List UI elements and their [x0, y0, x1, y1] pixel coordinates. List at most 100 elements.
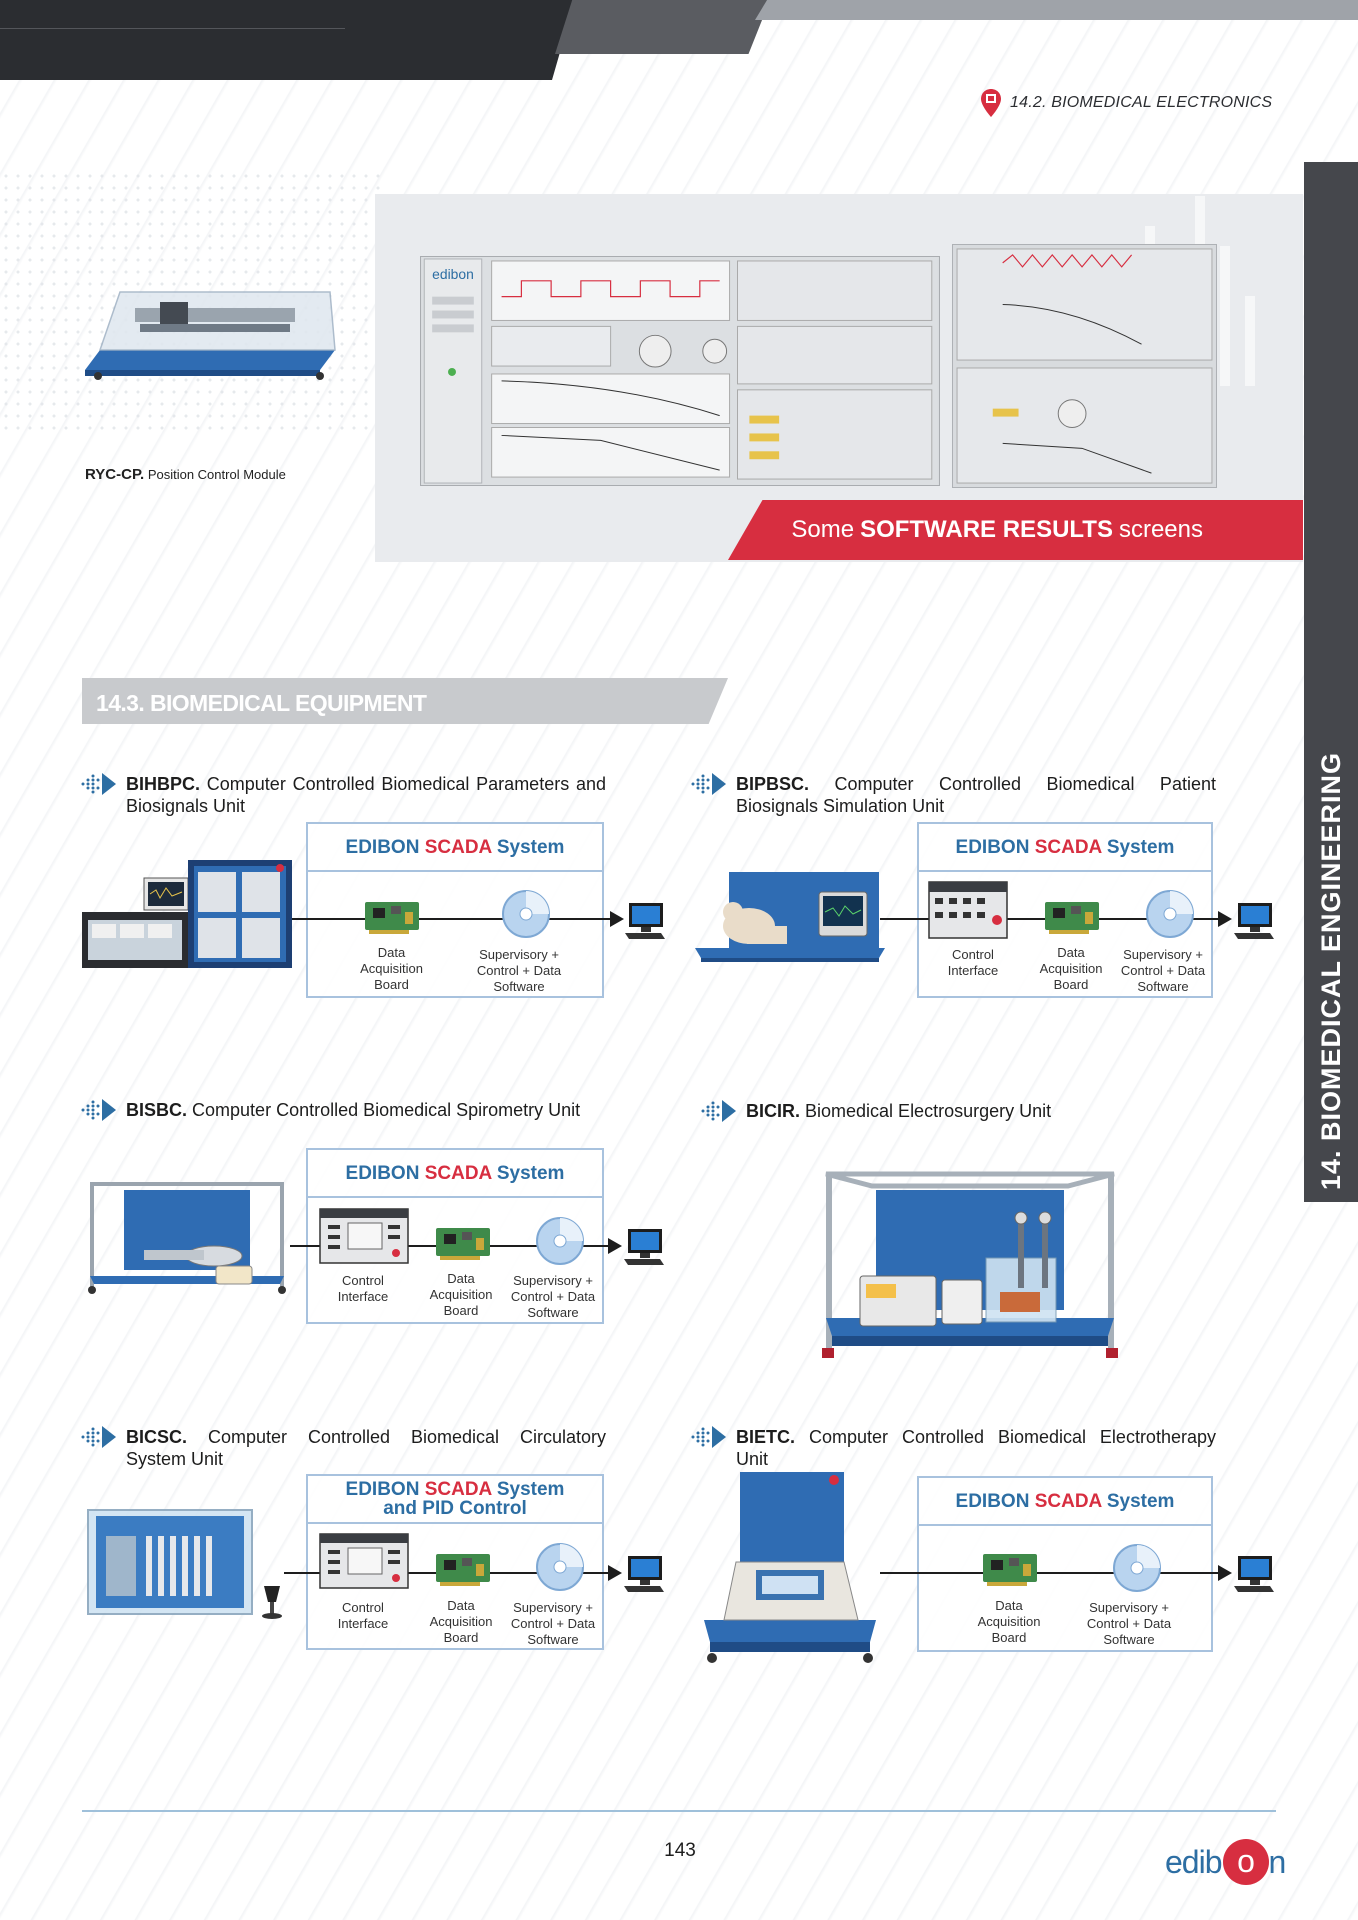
software-cd-icon	[1113, 1544, 1161, 1592]
connector-arrow-icon	[1218, 911, 1232, 927]
label-line: Control + Data	[510, 1289, 596, 1304]
banner-post: screens	[1118, 516, 1203, 543]
bicir-equipment-image	[822, 1171, 1118, 1358]
computer-icon	[625, 903, 665, 939]
product-name: Computer Controlled Biomedical Patient B…	[736, 774, 1216, 816]
label-line: Control + Data	[510, 1616, 596, 1631]
scada-brand: EDIBON	[955, 1490, 1030, 1512]
label-line: Supervisory +	[513, 1273, 593, 1288]
scada-system: System	[1106, 1490, 1175, 1512]
scada-system: System	[496, 836, 565, 858]
software-screen-main: edibon	[420, 256, 940, 486]
software-results-banner: Some SOFTWARE RESULTS screens	[728, 500, 1303, 560]
bullet-arrow-icon	[81, 773, 116, 795]
module-caption: RYC-CP. Position Control Module	[85, 466, 286, 483]
product-title-bisbc: BISBC. Computer Controlled Biomedical Sp…	[126, 1099, 626, 1121]
software-cd-icon	[1146, 890, 1194, 938]
product-code: BIHBPC.	[126, 774, 201, 794]
bullet-arrow-icon	[81, 1426, 116, 1448]
scada-box-bietc: EDIBON SCADA System	[917, 1476, 1213, 1652]
bullet-arrow-icon	[691, 773, 726, 795]
label-line: Software	[527, 1305, 579, 1320]
scada-word: SCADA	[424, 1162, 492, 1184]
daq-board-icon	[1045, 902, 1099, 934]
computer-icon	[624, 1556, 664, 1592]
header-dark-band	[0, 0, 575, 80]
computer-icon	[624, 1229, 664, 1265]
product-code: BICSC.	[126, 1427, 188, 1447]
scada-system: System	[496, 1162, 565, 1184]
footer-line	[82, 1810, 1276, 1812]
product-name: Computer Controlled Biomedical Parameter…	[126, 774, 606, 816]
label-line: Software	[1137, 979, 1189, 994]
scada-header: EDIBON SCADA System	[308, 824, 602, 872]
label-line: Supervisory +	[1123, 947, 1203, 962]
bihbpc-equipment-image	[82, 860, 292, 968]
label-line: Board	[374, 977, 409, 992]
banner-bold: SOFTWARE RESULTS	[860, 516, 1113, 543]
label-line: Board	[443, 1630, 479, 1645]
label-line: Board	[991, 1630, 1027, 1645]
scada-system: System	[1106, 836, 1175, 858]
bisbc-equipment-image	[88, 1182, 286, 1294]
label-line: Supervisory +	[513, 1600, 593, 1615]
scada-brand: EDIBON	[345, 1162, 420, 1184]
header-mid-band	[555, 0, 770, 54]
label-line: Data	[1057, 945, 1085, 960]
label-line: Control + Data	[1120, 963, 1206, 978]
label-line: Data	[447, 1598, 475, 1613]
product-code: BIETC.	[736, 1427, 796, 1447]
product-title-bihbpc: BIHBPC. Computer Controlled Biomedical P…	[126, 773, 606, 817]
connector-arrow-icon	[608, 1238, 622, 1254]
label-line: Control	[952, 947, 994, 962]
label-line: Supervisory +	[1089, 1600, 1169, 1615]
label-line: Data	[995, 1598, 1023, 1613]
logo-o: o	[1222, 1839, 1269, 1885]
section-band-title: 14.3. BIOMEDICAL EQUIPMENT	[96, 690, 427, 716]
label-line: Control + Data	[1086, 1616, 1172, 1631]
label-line: Software	[493, 979, 545, 994]
bullet-arrow-icon	[81, 1099, 116, 1121]
scada-word: SCADA	[424, 1479, 492, 1500]
connector-line	[292, 918, 598, 920]
side-tab-label-wrap: 14. BIOMEDICAL ENGINEERING	[1304, 690, 1358, 1190]
product-title-bipbsc: BIPBSC. Computer Controlled Biomedical P…	[736, 773, 1216, 817]
product-code: BICIR.	[746, 1101, 800, 1121]
label-line: Acquisition	[1039, 961, 1103, 976]
scada-word: SCADA	[424, 836, 492, 858]
bicsc-equipment-image	[87, 1509, 282, 1619]
product-name: Computer Controlled Biomedical Spirometr…	[192, 1100, 581, 1120]
scada-header: EDIBON SCADA System	[308, 1150, 602, 1198]
connector-arrow-icon	[610, 911, 624, 927]
side-tab	[1304, 162, 1358, 1202]
product-title-bicir: BICIR. Biomedical Electrosurgery Unit	[746, 1100, 1206, 1122]
connector-line	[598, 918, 616, 920]
control-interface-icon	[928, 881, 1008, 939]
side-tab-label: 14. BIOMEDICAL ENGINEERING	[1315, 751, 1346, 1190]
control-interface-icon	[319, 1533, 409, 1589]
module-code: RYC-CP.	[85, 466, 145, 483]
software-screen-secondary	[952, 244, 1217, 488]
product-code: BISBC.	[126, 1100, 188, 1120]
page-number: 143	[664, 1840, 696, 1861]
scada-box-bihbpc: EDIBON SCADA System	[306, 822, 604, 998]
logo-text-post: n	[1268, 1843, 1287, 1880]
product-name: Computer Controlled Biomedical Circulato…	[126, 1427, 606, 1469]
connector-line	[880, 1572, 1220, 1574]
connector-arrow-icon	[1218, 1565, 1232, 1581]
section-tag: 14.2. BIOMEDICAL ELECTRONICS	[980, 86, 1272, 120]
